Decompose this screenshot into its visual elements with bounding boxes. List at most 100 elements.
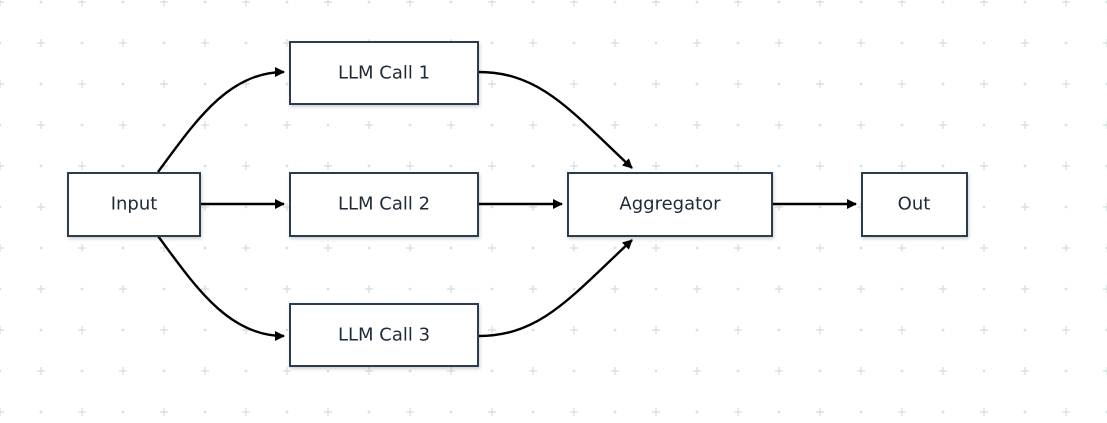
node-aggregator[interactable]: Aggregator bbox=[567, 172, 773, 237]
grid-plus-mark bbox=[78, 0, 86, 6]
grid-plus-mark bbox=[570, 244, 578, 252]
grid-plus-mark bbox=[775, 39, 783, 47]
grid-dot-mark bbox=[613, 164, 617, 168]
grid-dot-mark bbox=[285, 164, 289, 168]
node-llm-call-1-label: LLM Call 1 bbox=[338, 63, 430, 84]
grid-plus-mark bbox=[652, 0, 660, 6]
grid-plus-mark bbox=[283, 121, 291, 129]
grid-plus-mark bbox=[611, 39, 619, 47]
grid-dot-mark bbox=[859, 246, 863, 250]
grid-dot-mark bbox=[654, 287, 658, 291]
grid-dot-mark bbox=[367, 0, 371, 4]
grid-plus-mark bbox=[324, 408, 332, 416]
grid-dot-mark bbox=[900, 123, 904, 127]
grid-dot-mark bbox=[203, 164, 207, 168]
grid-dot-mark bbox=[449, 164, 453, 168]
grid-dot-mark bbox=[326, 287, 330, 291]
grid-plus-mark bbox=[324, 162, 332, 170]
grid-plus-mark bbox=[488, 162, 496, 170]
grid-dot-mark bbox=[39, 246, 43, 250]
grid-plus-mark bbox=[1062, 326, 1070, 334]
grid-dot-mark bbox=[367, 410, 371, 414]
grid-dot-mark bbox=[39, 410, 43, 414]
grid-dot-mark bbox=[859, 0, 863, 4]
grid-plus-mark bbox=[1103, 203, 1107, 211]
grid-plus-mark bbox=[611, 121, 619, 129]
grid-dot-mark bbox=[285, 82, 289, 86]
grid-plus-mark bbox=[529, 121, 537, 129]
grid-dot-mark bbox=[244, 123, 248, 127]
grid-plus-mark bbox=[980, 0, 988, 6]
grid-dot-mark bbox=[818, 41, 822, 45]
grid-dot-mark bbox=[0, 205, 2, 209]
node-out-label: Out bbox=[898, 194, 931, 215]
grid-plus-mark bbox=[693, 39, 701, 47]
grid-dot-mark bbox=[654, 369, 658, 373]
node-llm-call-1[interactable]: LLM Call 1 bbox=[289, 41, 479, 105]
grid-dot-mark bbox=[900, 287, 904, 291]
grid-dot-mark bbox=[367, 246, 371, 250]
grid-plus-mark bbox=[898, 0, 906, 6]
grid-dot-mark bbox=[203, 246, 207, 250]
grid-plus-mark bbox=[0, 244, 4, 252]
grid-plus-mark bbox=[447, 285, 455, 293]
grid-plus-mark bbox=[160, 326, 168, 334]
grid-dot-mark bbox=[941, 328, 945, 332]
grid-plus-mark bbox=[570, 80, 578, 88]
grid-plus-mark bbox=[201, 39, 209, 47]
grid-plus-mark bbox=[78, 162, 86, 170]
grid-plus-mark bbox=[611, 285, 619, 293]
grid-plus-mark bbox=[37, 285, 45, 293]
grid-dot-mark bbox=[1064, 369, 1068, 373]
grid-dot-mark bbox=[531, 0, 535, 4]
node-llm-call-2[interactable]: LLM Call 2 bbox=[289, 172, 479, 237]
grid-dot-mark bbox=[244, 41, 248, 45]
grid-dot-mark bbox=[203, 328, 207, 332]
grid-plus-mark bbox=[160, 0, 168, 6]
grid-plus-mark bbox=[1021, 285, 1029, 293]
grid-dot-mark bbox=[572, 123, 576, 127]
grid-plus-mark bbox=[898, 326, 906, 334]
grid-dot-mark bbox=[736, 41, 740, 45]
grid-plus-mark bbox=[529, 367, 537, 375]
grid-plus-mark bbox=[775, 367, 783, 375]
grid-dot-mark bbox=[777, 246, 781, 250]
grid-plus-mark bbox=[1021, 121, 1029, 129]
grid-plus-mark bbox=[1062, 408, 1070, 416]
grid-plus-mark bbox=[734, 244, 742, 252]
grid-plus-mark bbox=[816, 244, 824, 252]
edge-input-to-call1 bbox=[157, 67, 285, 173]
grid-dot-mark bbox=[121, 410, 125, 414]
grid-dot-mark bbox=[285, 0, 289, 4]
grid-plus-mark bbox=[980, 80, 988, 88]
grid-dot-mark bbox=[408, 369, 412, 373]
grid-dot-mark bbox=[777, 164, 781, 168]
grid-plus-mark bbox=[980, 326, 988, 334]
node-out[interactable]: Out bbox=[861, 172, 968, 237]
grid-dot-mark bbox=[244, 369, 248, 373]
grid-dot-mark bbox=[39, 328, 43, 332]
grid-dot-mark bbox=[859, 82, 863, 86]
grid-plus-mark bbox=[201, 285, 209, 293]
grid-plus-mark bbox=[488, 244, 496, 252]
grid-plus-mark bbox=[980, 244, 988, 252]
grid-plus-mark bbox=[119, 121, 127, 129]
grid-dot-mark bbox=[818, 123, 822, 127]
grid-plus-mark bbox=[734, 162, 742, 170]
node-input[interactable]: Input bbox=[67, 172, 201, 237]
grid-plus-mark bbox=[529, 39, 537, 47]
grid-dot-mark bbox=[859, 410, 863, 414]
grid-plus-mark bbox=[980, 162, 988, 170]
grid-plus-mark bbox=[37, 39, 45, 47]
grid-plus-mark bbox=[365, 367, 373, 375]
node-llm-call-3[interactable]: LLM Call 3 bbox=[289, 303, 479, 367]
edge-call3-to-aggregator bbox=[477, 239, 633, 338]
grid-plus-mark bbox=[857, 39, 865, 47]
grid-plus-mark bbox=[365, 285, 373, 293]
grid-plus-mark bbox=[406, 408, 414, 416]
grid-dot-mark bbox=[654, 123, 658, 127]
grid-dot-mark bbox=[941, 164, 945, 168]
grid-plus-mark bbox=[939, 39, 947, 47]
grid-dot-mark bbox=[572, 369, 576, 373]
grid-plus-mark bbox=[939, 121, 947, 129]
